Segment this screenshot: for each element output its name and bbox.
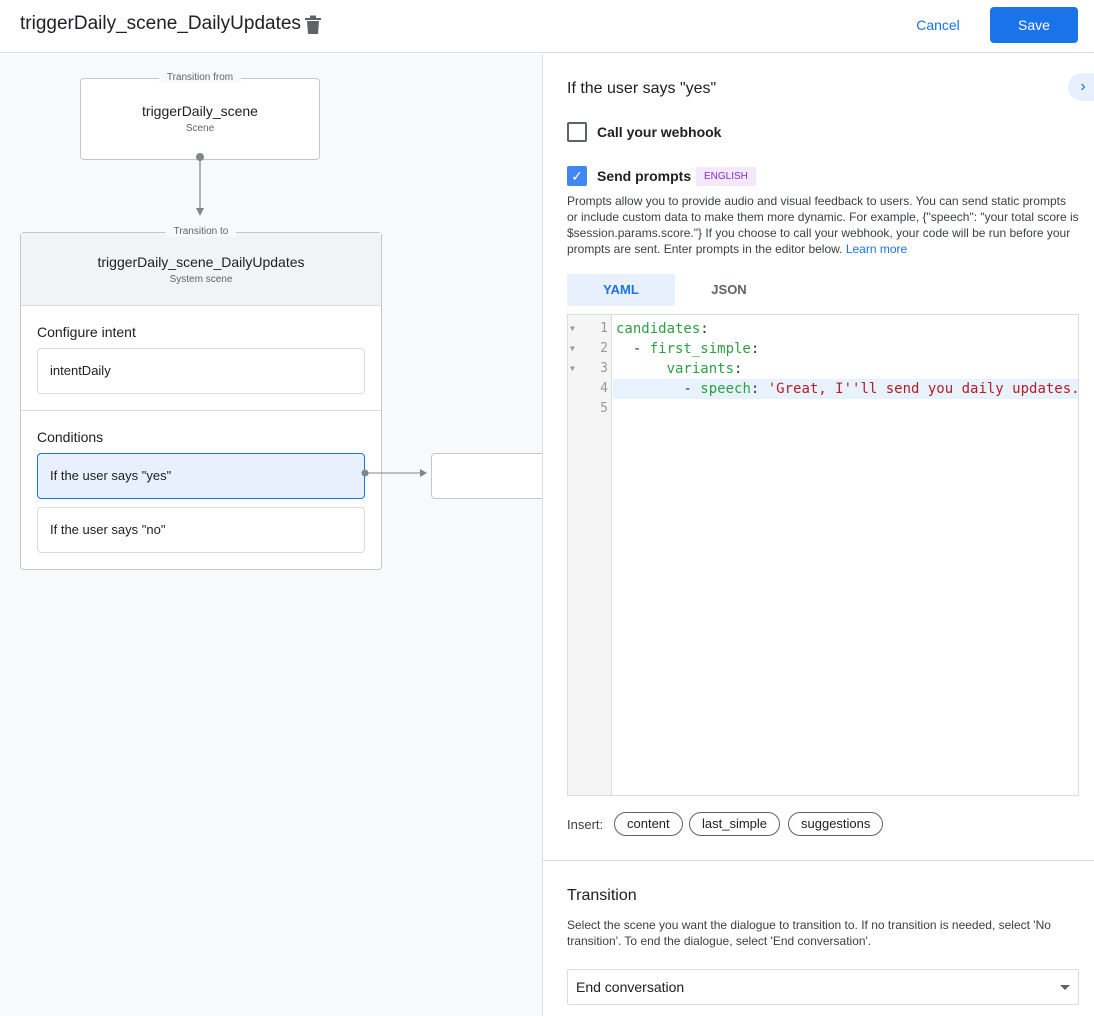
to-node-header[interactable]: Transition to triggerDaily_scene_DailyUp… bbox=[21, 226, 381, 306]
condition-yes[interactable]: If the user says "yes" bbox=[37, 453, 365, 499]
yaml-key: first_simple bbox=[649, 341, 751, 357]
condition-no[interactable]: If the user says "no" bbox=[37, 507, 365, 553]
conditions-label: Conditions bbox=[37, 429, 104, 445]
insert-label: Insert: bbox=[567, 817, 604, 832]
yaml-key: candidates bbox=[616, 321, 701, 337]
send-prompts-label: Send prompts bbox=[597, 168, 692, 184]
insert-chip-suggestions[interactable]: suggestions bbox=[788, 812, 884, 836]
connector-arrow bbox=[196, 153, 204, 216]
transition-description: Select the scene you want the dialogue t… bbox=[567, 918, 1051, 948]
fold-arrow-icon[interactable]: ▼ bbox=[570, 344, 575, 353]
cancel-button[interactable]: Cancel bbox=[904, 8, 972, 42]
line-gutter: ▼1▼2▼3 4 5 bbox=[568, 315, 612, 795]
fold-arrow-icon[interactable]: ▼ bbox=[570, 364, 575, 373]
yaml-string: 'Great, I''ll send you daily updates. bbox=[767, 381, 1080, 397]
transition-to-node: Transition to triggerDaily_scene_DailyUp… bbox=[20, 226, 382, 570]
flow-canvas[interactable]: Transition from triggerDaily_scene Scene… bbox=[0, 54, 542, 1016]
to-scene-type: System scene bbox=[169, 274, 233, 285]
indent bbox=[616, 361, 667, 377]
line-number: ▼1 bbox=[568, 319, 612, 339]
active-line-highlight bbox=[613, 379, 1078, 399]
fold-arrow-icon[interactable]: ▼ bbox=[570, 324, 575, 333]
yaml-key: variants bbox=[666, 361, 735, 377]
transition-to-legend: Transition to bbox=[165, 226, 237, 237]
insert-chip-content[interactable]: content bbox=[614, 812, 683, 836]
divider bbox=[543, 860, 1094, 861]
page-title: triggerDaily_scene_DailyUpdates bbox=[20, 13, 301, 34]
to-scene-name: triggerDaily_scene_DailyUpdates bbox=[97, 254, 305, 270]
prompts-description: Prompts allow you to provide audio and v… bbox=[567, 194, 1079, 256]
punct: : bbox=[700, 321, 709, 337]
code-line[interactable]: - first_simple: bbox=[616, 339, 759, 359]
intent-field[interactable]: intentDaily bbox=[37, 348, 365, 394]
webhook-label: Call your webhook bbox=[597, 124, 722, 140]
transition-select[interactable]: End conversation bbox=[567, 969, 1079, 1005]
code-line[interactable]: - speech: 'Great, I''ll send you daily u… bbox=[616, 379, 1080, 399]
dropdown-arrow-icon bbox=[1060, 985, 1070, 990]
send-prompts-checkbox[interactable]: ✓ bbox=[567, 166, 587, 186]
language-badge: ENGLISH bbox=[696, 167, 756, 186]
target-node[interactable] bbox=[431, 453, 542, 499]
indent: - bbox=[616, 381, 701, 397]
learn-more-link[interactable]: Learn more bbox=[845, 242, 908, 256]
punct: : bbox=[750, 341, 760, 357]
punct: : bbox=[750, 381, 768, 397]
save-button[interactable]: Save bbox=[990, 7, 1078, 43]
condition-connector bbox=[361, 469, 427, 477]
line-number: 5 bbox=[600, 401, 608, 416]
indent: - bbox=[616, 341, 650, 357]
webhook-checkbox[interactable] bbox=[567, 122, 587, 142]
panel-title: If the user says "yes" bbox=[567, 80, 717, 97]
expand-chevron-icon[interactable]: › bbox=[1068, 73, 1094, 101]
tab-yaml[interactable]: YAML bbox=[567, 274, 675, 306]
yaml-key: speech bbox=[700, 381, 751, 397]
from-scene-type: Scene bbox=[185, 123, 215, 134]
from-scene-name: triggerDaily_scene bbox=[142, 103, 258, 119]
punct: : bbox=[734, 361, 743, 377]
configure-intent-label: Configure intent bbox=[37, 324, 136, 340]
transition-from-node[interactable]: Transition from triggerDaily_scene Scene bbox=[80, 72, 320, 160]
line-number: 4 bbox=[600, 381, 608, 396]
header: triggerDaily_scene_DailyUpdates Cancel S… bbox=[0, 0, 1094, 53]
line-number: ▼2 bbox=[568, 339, 612, 359]
tab-json[interactable]: JSON bbox=[711, 282, 747, 297]
transition-from-legend: Transition from bbox=[158, 72, 242, 83]
code-editor[interactable]: ▼1▼2▼3 4 5 candidates: - first_simple: var… bbox=[567, 314, 1080, 796]
insert-chip-last-simple[interactable]: last_simple bbox=[689, 812, 781, 836]
transition-select-value: End conversation bbox=[576, 979, 685, 995]
trash-icon[interactable] bbox=[304, 15, 322, 35]
code-line[interactable]: candidates: bbox=[616, 319, 709, 339]
condition-panel: › If the user says "yes" Call your webho… bbox=[542, 54, 1094, 1016]
transition-title: Transition bbox=[567, 887, 637, 904]
code-line[interactable]: variants: bbox=[616, 359, 743, 379]
line-number: ▼3 bbox=[568, 359, 612, 379]
